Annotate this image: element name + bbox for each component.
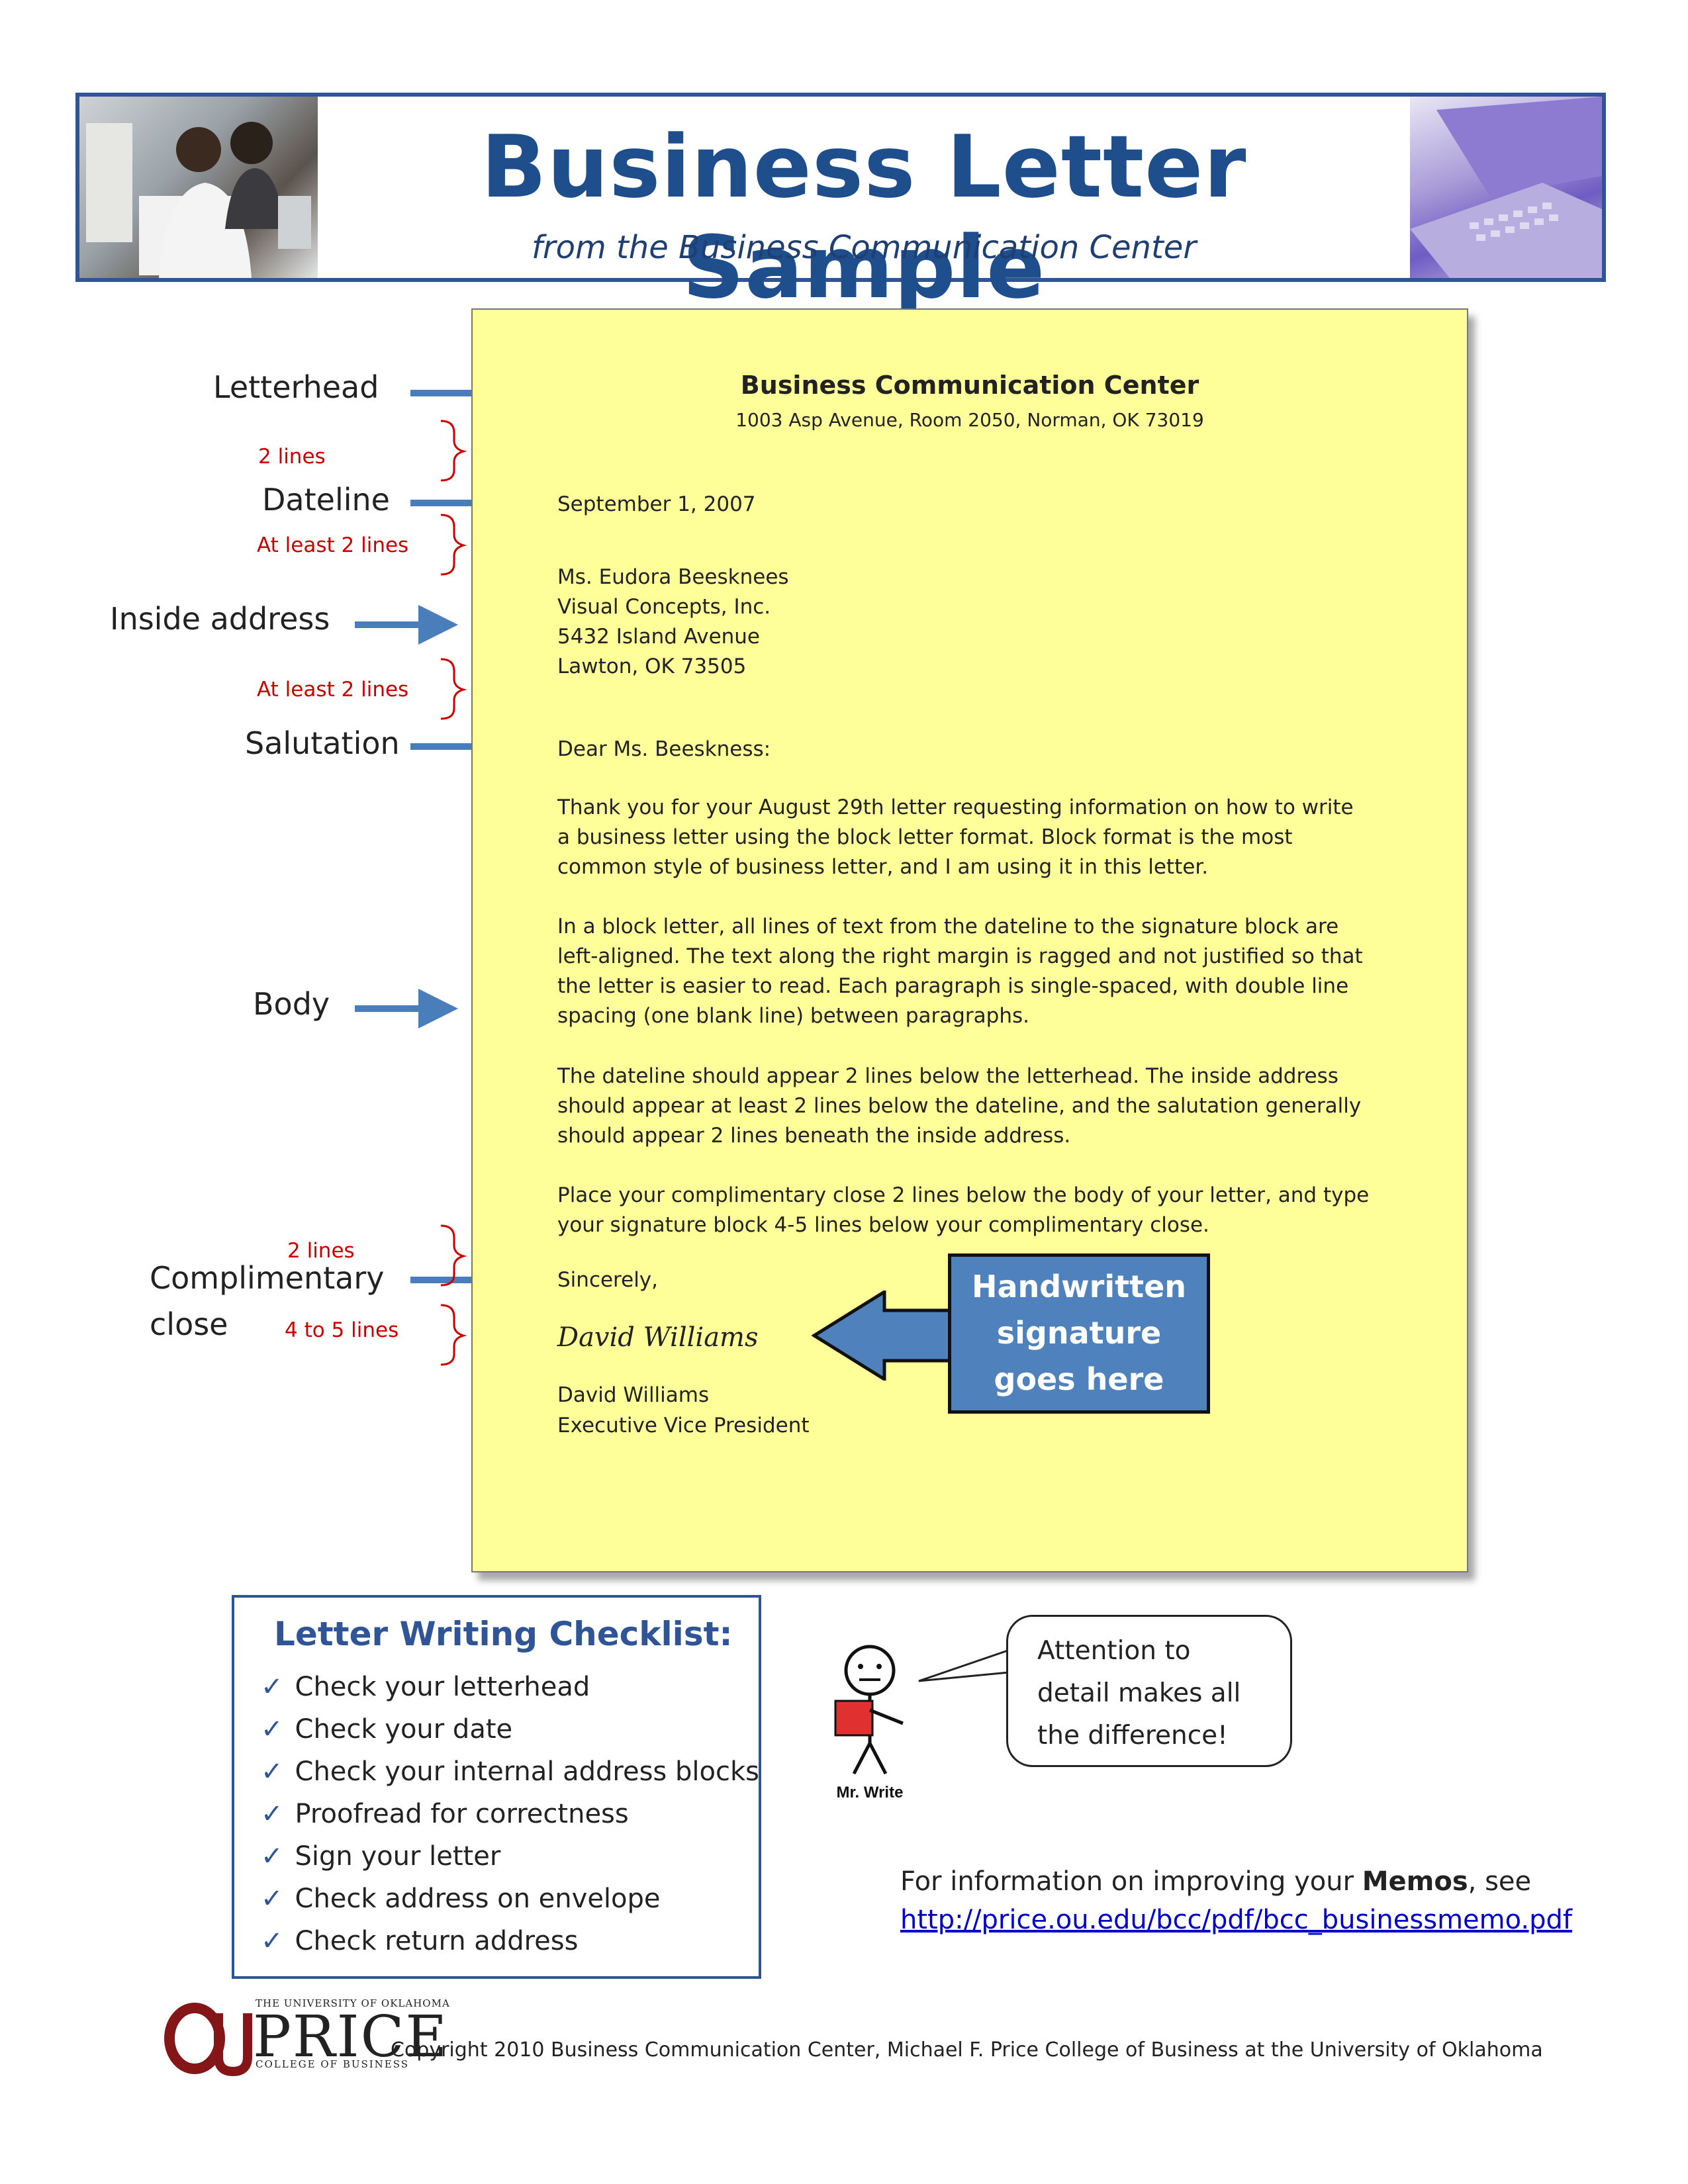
spacing-brace-4-5-lines (440, 1304, 467, 1366)
label-close: close (150, 1306, 228, 1342)
memo-info-text: For information on improving your Memos,… (900, 1866, 1531, 1897)
checklist-item: ✓ Sign your letter (261, 1841, 500, 1872)
copyright-notice: Copyright 2010 Business Communication Ce… (391, 2038, 1543, 2062)
checkmark-icon: ✓ (261, 1884, 283, 1914)
checklist-item-label: Check return address (295, 1926, 579, 1956)
callout-line: goes here (994, 1361, 1164, 1397)
signer-title: Executive Vice President (557, 1414, 810, 1437)
complimentary-close: Sincerely, (557, 1268, 659, 1292)
checkmark-icon: ✓ (261, 1799, 283, 1829)
checklist-item-label: Check address on envelope (295, 1884, 661, 1914)
checklist-item: ✓ Check address on envelope (261, 1884, 661, 1914)
spacing-brace-at-least-2 (440, 658, 467, 720)
memo-guide-link[interactable]: http://price.ou.edu/bcc/pdf/bcc_business… (900, 1905, 1572, 1935)
checkmark-icon: ✓ (261, 1672, 283, 1702)
body-paragraph-2: In a block letter, all lines of text fro… (557, 912, 1363, 1031)
dateline: September 1, 2007 (557, 492, 756, 516)
bubble-line: the difference! (1037, 1721, 1228, 1751)
checkmark-icon: ✓ (261, 1756, 283, 1787)
checklist-item: ✓ Check your date (261, 1714, 512, 1745)
checklist-item: ✓ Proofread for correctness (261, 1799, 629, 1829)
checklist-item-label: Check your letterhead (295, 1672, 590, 1702)
checklist-title: Letter Writing Checklist: (274, 1615, 733, 1653)
checkmark-icon: ✓ (261, 1926, 283, 1956)
label-complimentary: Complimentary (150, 1260, 385, 1296)
bubble-line: detail makes all (1037, 1678, 1241, 1708)
body-line: The dateline should appear 2 lines below… (557, 1064, 1338, 1088)
spacing-brace-2-lines (440, 420, 467, 482)
body-paragraph-1: Thank you for your August 29th letter re… (557, 793, 1354, 882)
body-line: your signature block 4-5 lines below you… (557, 1213, 1209, 1237)
checklist-item-label: Check your internal address blocks (295, 1756, 759, 1787)
laptop-photo-image (1410, 97, 1602, 278)
label-spacing-2-lines: 2 lines (258, 445, 326, 469)
checklist-item: ✓ Check your letterhead (261, 1672, 590, 1702)
label-body: Body (253, 986, 330, 1022)
mr-write-mascot-icon: Mr. Write (834, 1645, 904, 1801)
inside-address-line: Visual Concepts, Inc. (557, 595, 771, 619)
memo-info-bold: Memos (1362, 1866, 1468, 1897)
inside-address-line: 5432 Island Avenue (557, 625, 761, 649)
body-line: In a block letter, all lines of text fro… (557, 915, 1339, 938)
label-salutation: Salutation (245, 725, 400, 761)
salutation: Dear Ms. Beeskness: (557, 737, 771, 761)
checklist-item: ✓ Check your internal address blocks (261, 1756, 759, 1787)
checkmark-icon: ✓ (261, 1841, 283, 1872)
body-line: left-aligned. The text along the right m… (557, 944, 1363, 968)
sample-letter: Business Communication Center 1003 Asp A… (471, 308, 1468, 1572)
body-line: spacing (one blank line) between paragra… (557, 1004, 1029, 1028)
bubble-line: Attention to (1037, 1636, 1191, 1666)
checklist-item: ✓ Check return address (261, 1926, 578, 1956)
label-dateline: Dateline (262, 482, 390, 518)
spacing-brace-at-least-1 (440, 514, 467, 576)
letter-writing-checklist: Letter Writing Checklist: ✓ Check your le… (232, 1595, 761, 1979)
mascot-name: Mr. Write (837, 1784, 904, 1801)
body-paragraph-3: The dateline should appear 2 lines below… (557, 1062, 1361, 1151)
speech-bubble: Attention to detail makes all the differ… (1006, 1615, 1292, 1767)
label-spacing-2-lines-close: 2 lines (287, 1239, 355, 1263)
body-line: a business letter using the block letter… (557, 825, 1293, 849)
callout-arrow-shape (812, 1291, 953, 1381)
label-spacing-at-least-2-lines: At least 2 lines (257, 533, 409, 557)
body-line: should appear 2 lines beneath the inside… (557, 1124, 1071, 1148)
ou-logo-icon (164, 2003, 252, 2077)
page-title: Business Letter Sample (481, 116, 1247, 318)
body-line: common style of business letter, and I a… (557, 855, 1209, 879)
letterhead-address: 1003 Asp Avenue, Room 2050, Norman, OK 7… (735, 409, 1204, 431)
logo-university-text: THE UNIVERSITY OF OKLAHOMA (256, 1997, 450, 2009)
label-spacing-4-5-lines: 4 to 5 lines (285, 1318, 399, 1342)
body-line: Place your complimentary close 2 lines b… (557, 1183, 1370, 1207)
label-letterhead: Letterhead (213, 369, 379, 405)
callout-line: Handwritten (971, 1269, 1187, 1304)
inside-address: Ms. Eudora Beesknees Visual Concepts, In… (557, 563, 789, 682)
logo-college-text: COLLEGE OF BUSINESS (256, 2058, 410, 2070)
checklist-item-label: Check your date (295, 1714, 513, 1745)
handwritten-signature-callout: Handwritten signature goes here (948, 1253, 1210, 1414)
letterhead-name: Business Communication Center (740, 371, 1199, 400)
handwritten-signature: David Williams (557, 1322, 759, 1353)
checkmark-icon: ✓ (261, 1714, 283, 1745)
label-spacing-at-least-2-lines-b: At least 2 lines (257, 678, 409, 702)
header-banner: Business Letter Sample from the Business… (75, 93, 1606, 318)
label-inside-address: Inside address (110, 601, 330, 637)
spacing-brace-2-lines-close (440, 1224, 467, 1287)
memo-link-row: http://price.ou.edu/bcc/pdf/bcc_business… (900, 1905, 1572, 1935)
signer-name: David Williams (557, 1383, 710, 1407)
memo-info-suffix: , see (1468, 1866, 1532, 1897)
logo-price-text: PRICE (253, 2004, 449, 2070)
body-line: Thank you for your August 29th letter re… (557, 796, 1354, 819)
speech-bubble-tail (918, 1647, 1015, 1682)
callout-line: signature (996, 1315, 1162, 1351)
checklist-item-label: Proofread for correctness (295, 1799, 629, 1829)
office-photo-image (79, 97, 318, 278)
body-paragraph-4: Place your complimentary close 2 lines b… (557, 1181, 1369, 1240)
inside-address-line: Lawton, OK 73505 (557, 655, 747, 678)
body-line: the letter is easier to read. Each parag… (557, 974, 1349, 998)
body-line: should appear at least 2 lines below the… (557, 1094, 1362, 1118)
inside-address-line: Ms. Eudora Beesknees (557, 565, 789, 589)
checklist-item-label: Sign your letter (295, 1841, 501, 1872)
memo-info-prefix: For information on improving your (900, 1866, 1362, 1897)
page-subtitle: from the Business Communication Center (531, 229, 1197, 266)
